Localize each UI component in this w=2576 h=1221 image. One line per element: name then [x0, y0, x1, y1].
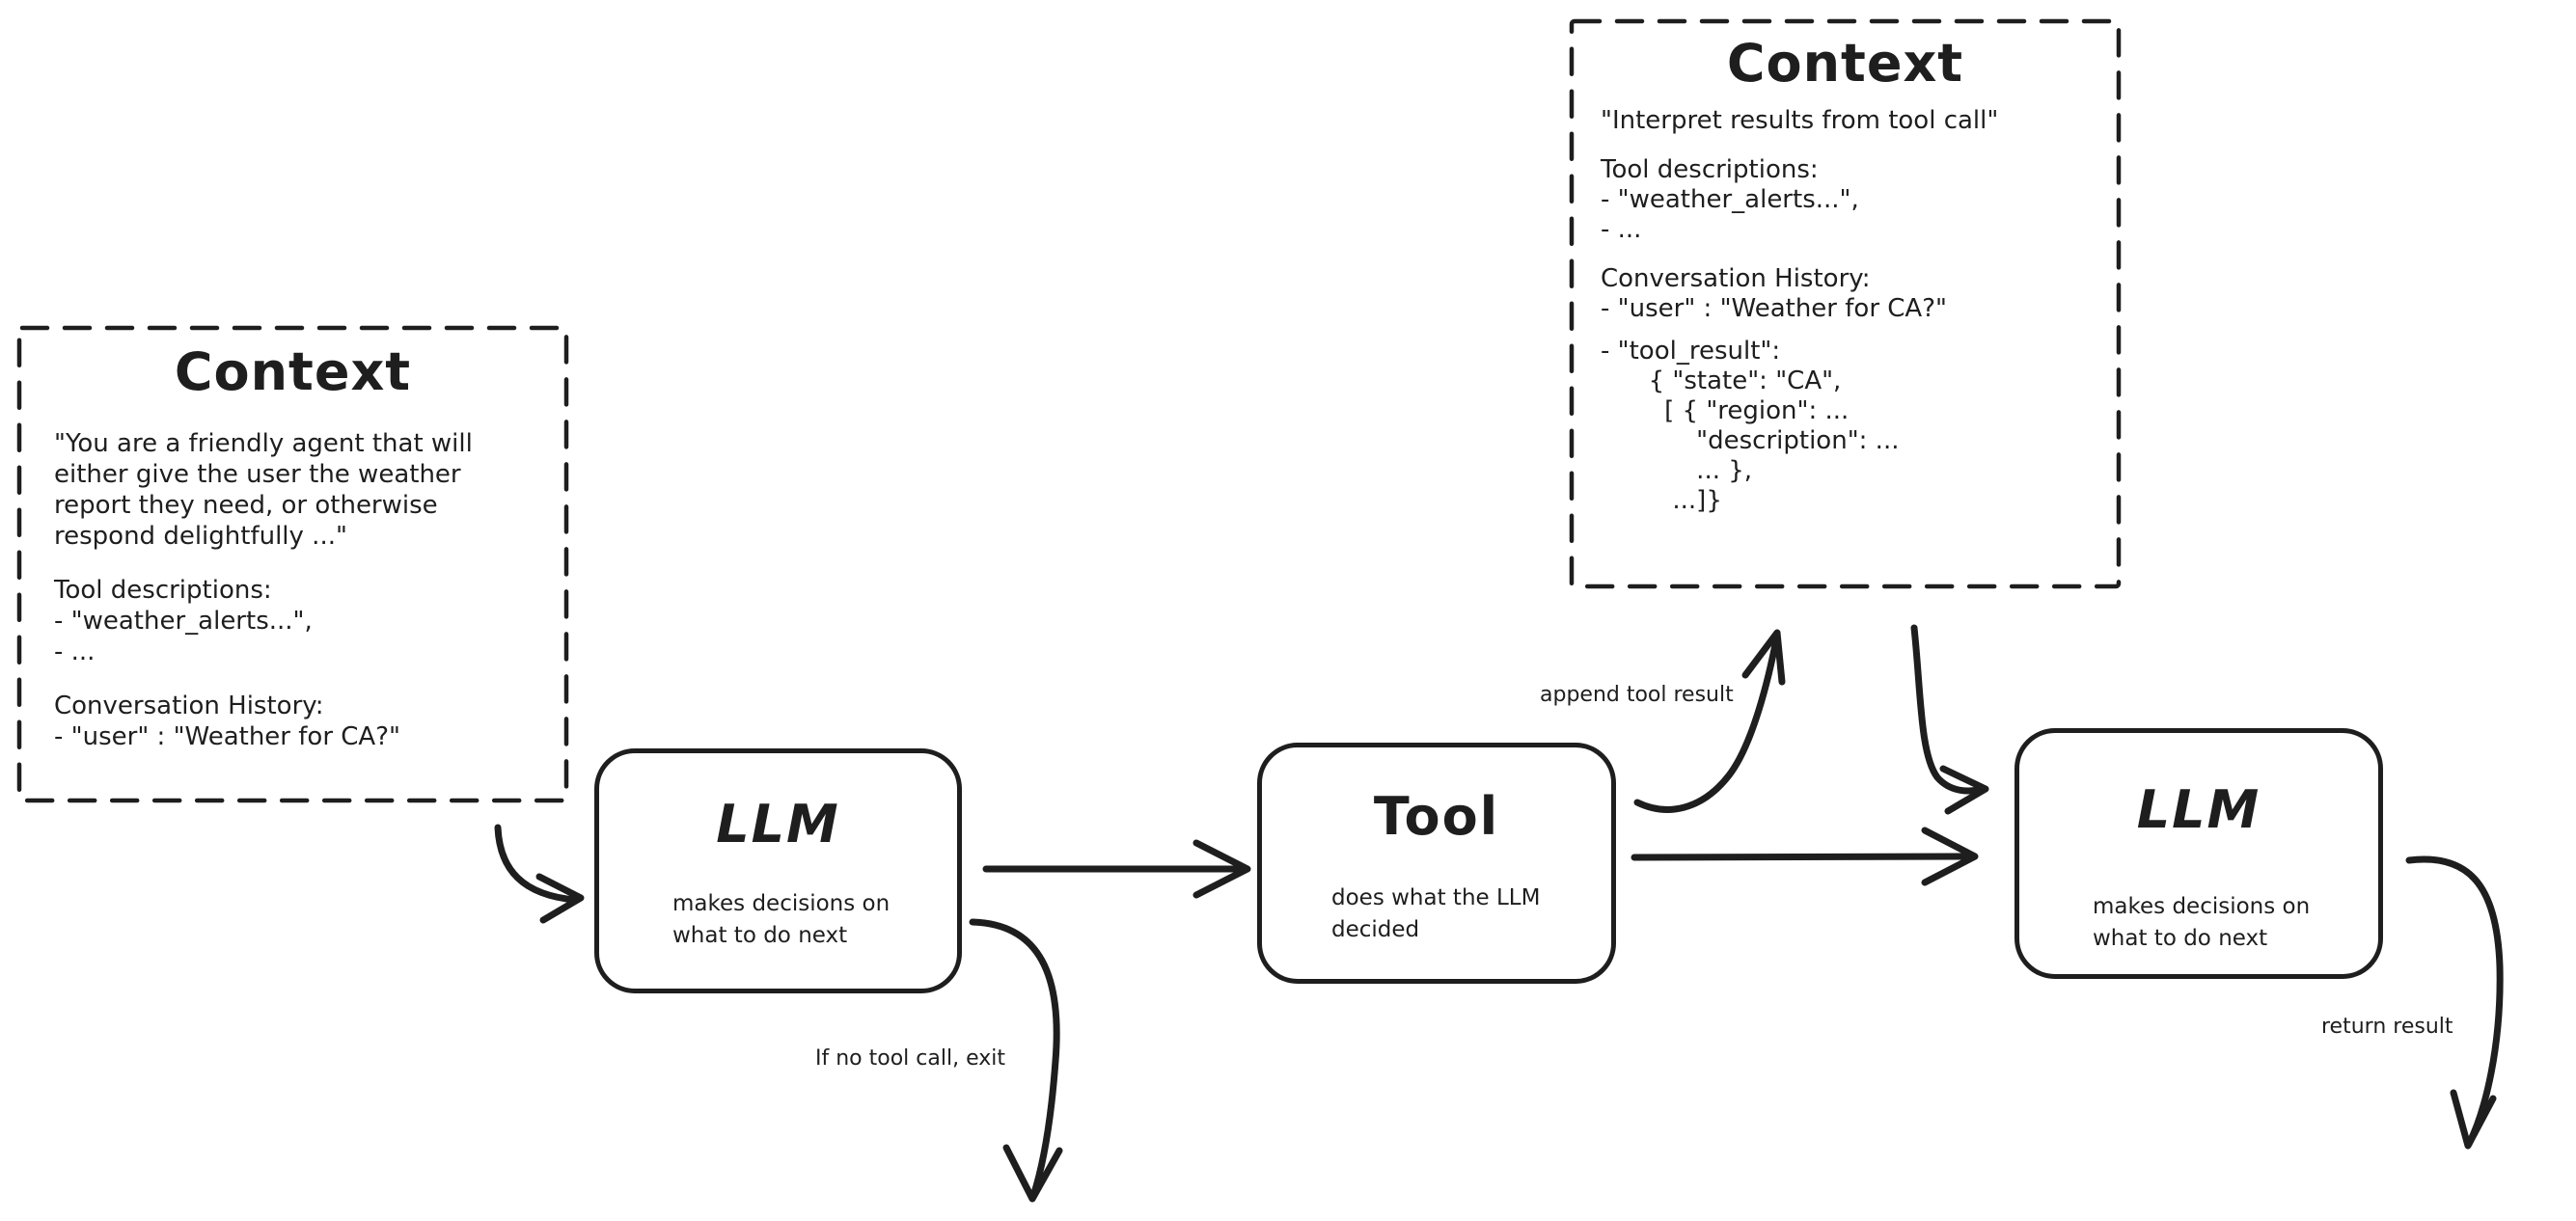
context-left-border [16, 325, 569, 803]
context-right-instruction: "Interpret results from tool call" [1601, 106, 1999, 135]
context-left-box: Context "You are a friendly agent that w… [17, 326, 568, 802]
tool-node: Tool does what the LLM decided [1257, 743, 1616, 984]
arrow-llm1-exit [969, 918, 1063, 1203]
arrow-tool-to-llm2 [1631, 827, 1979, 886]
context-left-conversation-history: Conversation History: - "user" : "Weathe… [54, 692, 400, 751]
context-left-system-prompt: "You are a friendly agent that will eith… [54, 429, 473, 551]
context-right-border [1569, 18, 2122, 589]
tool-subtitle: does what the LLM decided [1331, 885, 1541, 942]
return-result-label: return result [2321, 1015, 2453, 1039]
context-left-title: Context [174, 341, 412, 402]
context-right-tool-descriptions: Tool descriptions: - "weather_alerts..."… [1601, 155, 1859, 244]
arrow-context-left-to-llm1 [494, 824, 585, 924]
llm2-node: LLM makes decisions on what to do next [2014, 728, 2383, 979]
no-tool-call-exit-label: If no tool call, exit [815, 1046, 1005, 1071]
llm2-subtitle: makes decisions on what to do next [2093, 894, 2311, 951]
llm2-title: LLM [2136, 779, 2261, 840]
context-right-box: Context "Interpret results from tool cal… [1570, 19, 2121, 586]
arrow-context-right-to-llm2 [1910, 624, 1989, 815]
arrow-llm1-to-tool [982, 839, 1251, 899]
context-left-tool-descriptions: Tool descriptions: - "weather_alerts..."… [54, 576, 313, 666]
llm1-node: LLM makes decisions on what to do next [594, 748, 962, 993]
context-right-title: Context [1726, 33, 1964, 94]
tool-title: Tool [1373, 786, 1500, 847]
llm1-subtitle: makes decisions on what to do next [672, 891, 891, 948]
arrow-llm2-return [2405, 855, 2504, 1150]
context-right-conversation-history: Conversation History: - "user" : "Weathe… [1601, 264, 1947, 323]
context-right-tool-result: - "tool_result": { "state": "CA", [ { "r… [1601, 337, 1900, 515]
llm1-title: LLM [716, 794, 840, 855]
arrow-tool-to-context-right [1633, 629, 1786, 813]
append-tool-result-label: append tool result [1540, 683, 1734, 707]
